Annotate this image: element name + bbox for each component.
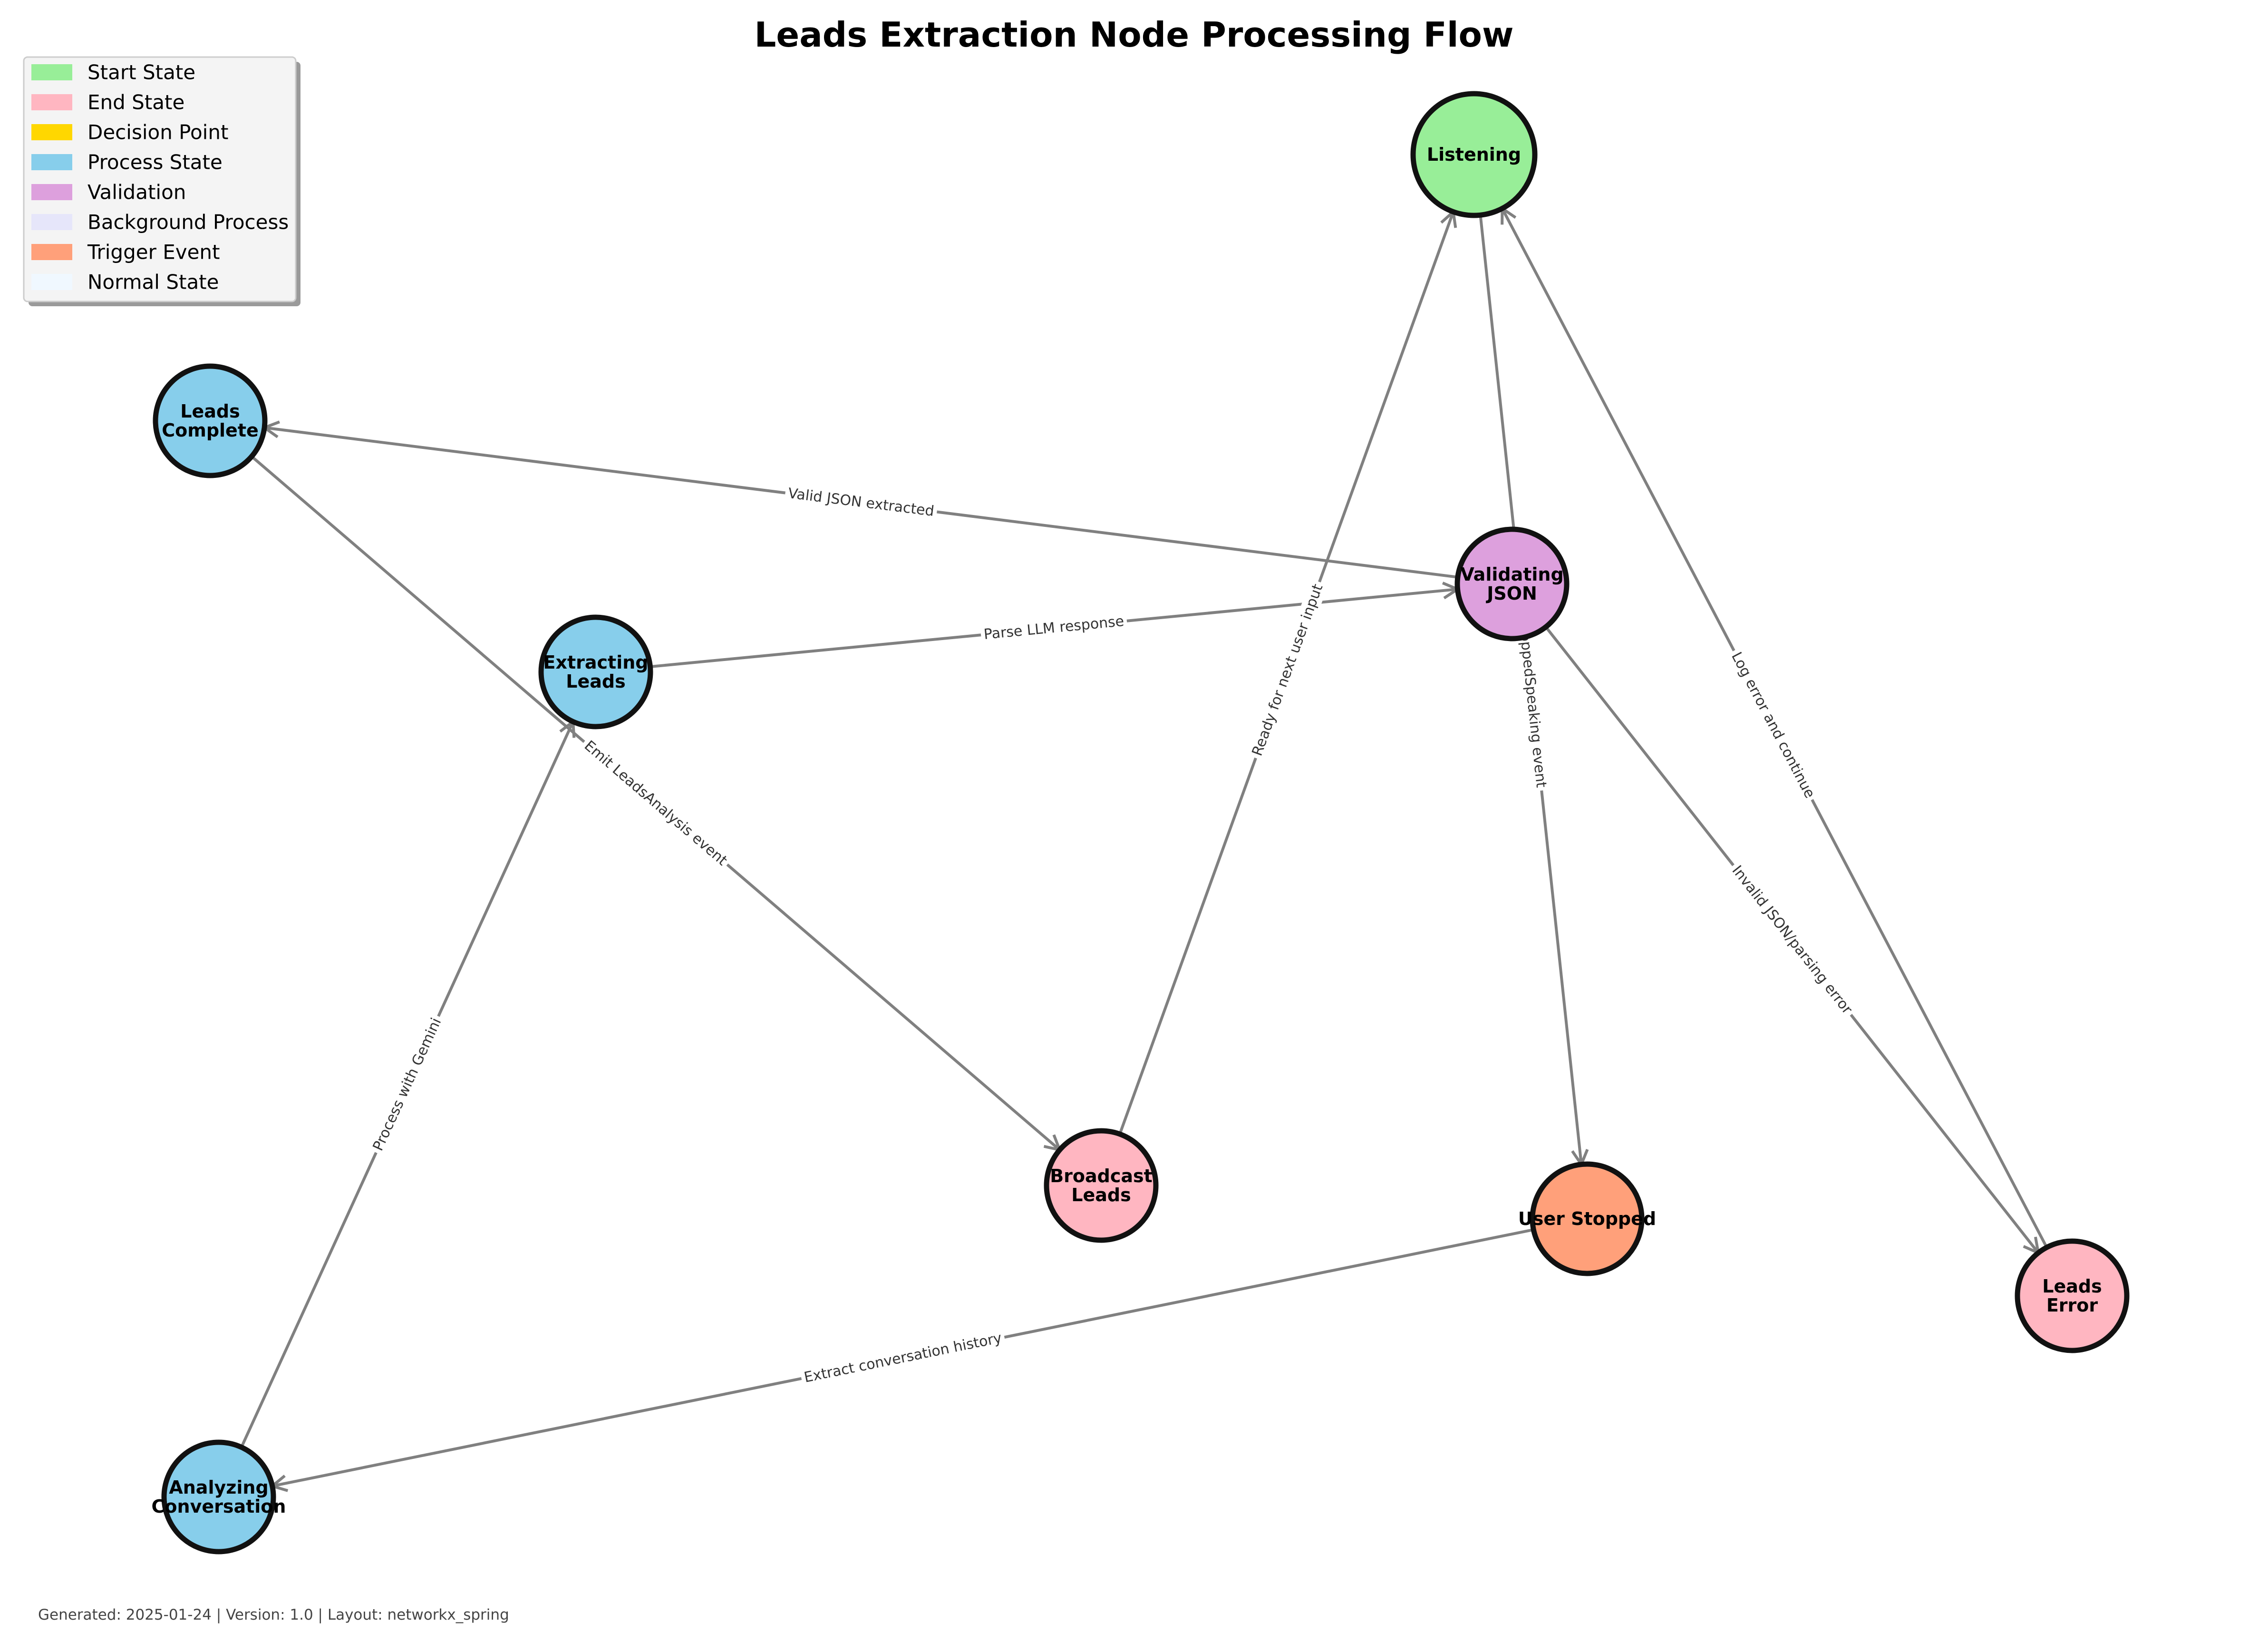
legend-swatch (31, 154, 72, 170)
legend-swatch (31, 64, 72, 80)
node-label: Leads (180, 401, 240, 422)
node-label: Analyzing (169, 1477, 268, 1498)
node-label: User Stopped (1518, 1208, 1656, 1229)
legend-swatch (31, 94, 72, 110)
legend-item: Process State (31, 151, 223, 174)
node-label: JSON (1485, 583, 1537, 604)
legend-swatch (31, 184, 72, 200)
edge-label-background (799, 1328, 1007, 1388)
legend-item: Background Process (31, 211, 289, 234)
node-label: Error (2046, 1295, 2098, 1316)
edge-label-background (578, 735, 734, 872)
legend-label: Decision Point (87, 121, 228, 144)
legend-swatch (31, 124, 72, 140)
footer-text: Generated: 2025-01-24 | Version: 1.0 | L… (38, 1606, 509, 1623)
node-listening: Listening (1410, 91, 1538, 218)
edge-label-background (1247, 579, 1328, 761)
diagram-title: Leads Extraction Node Processing Flow (755, 15, 1514, 55)
node-circle (538, 614, 653, 729)
node-label: Leads (566, 671, 625, 692)
legend-item: Trigger Event (31, 241, 220, 264)
legend-swatch (31, 274, 72, 290)
legend-label: Process State (87, 151, 223, 174)
node-circle (1410, 91, 1538, 218)
node-circle (1454, 526, 1570, 641)
node-circle (2015, 1238, 2130, 1353)
legend-box (23, 56, 297, 302)
node-circle (153, 363, 268, 478)
legend-label: End State (87, 91, 184, 114)
node-label: Extracting (543, 652, 649, 673)
node-label: Validating (1460, 564, 1563, 585)
legend-swatch (31, 244, 72, 260)
legend-label: Background Process (87, 211, 289, 234)
legend-item: Decision Point (31, 121, 228, 144)
edge-label-background (980, 612, 1128, 644)
nodes-layer: ListeningLeadsCompleteValidatingJSONExtr… (152, 91, 2130, 1555)
legend-label: Normal State (87, 271, 219, 294)
legend-label: Validation (87, 181, 186, 204)
node-label: Conversation (152, 1496, 286, 1517)
node-label: Leads (1071, 1185, 1131, 1205)
legend-item: Start State (31, 61, 195, 84)
legend-item: Normal State (31, 271, 219, 294)
node-label: Broadcast (1050, 1166, 1153, 1186)
legend-label: Trigger Event (87, 241, 220, 264)
edge-label-background (1725, 646, 1821, 804)
node-circle (1044, 1128, 1159, 1243)
legend-item: End State (31, 91, 184, 114)
node-label: Complete (162, 420, 259, 441)
edge-label-background (368, 1012, 447, 1156)
legend-label: Start State (87, 61, 195, 84)
legend-swatch (31, 214, 72, 230)
node-circle (1530, 1161, 1645, 1276)
node-label: Listening (1427, 144, 1521, 165)
edge-label-background (784, 484, 938, 521)
node-user-stopped: User Stopped (1518, 1161, 1656, 1276)
node-label: Leads (2042, 1276, 2102, 1297)
legend-item: Validation (31, 181, 186, 204)
node-circle (161, 1439, 276, 1555)
edge-label-background (1726, 859, 1859, 1020)
